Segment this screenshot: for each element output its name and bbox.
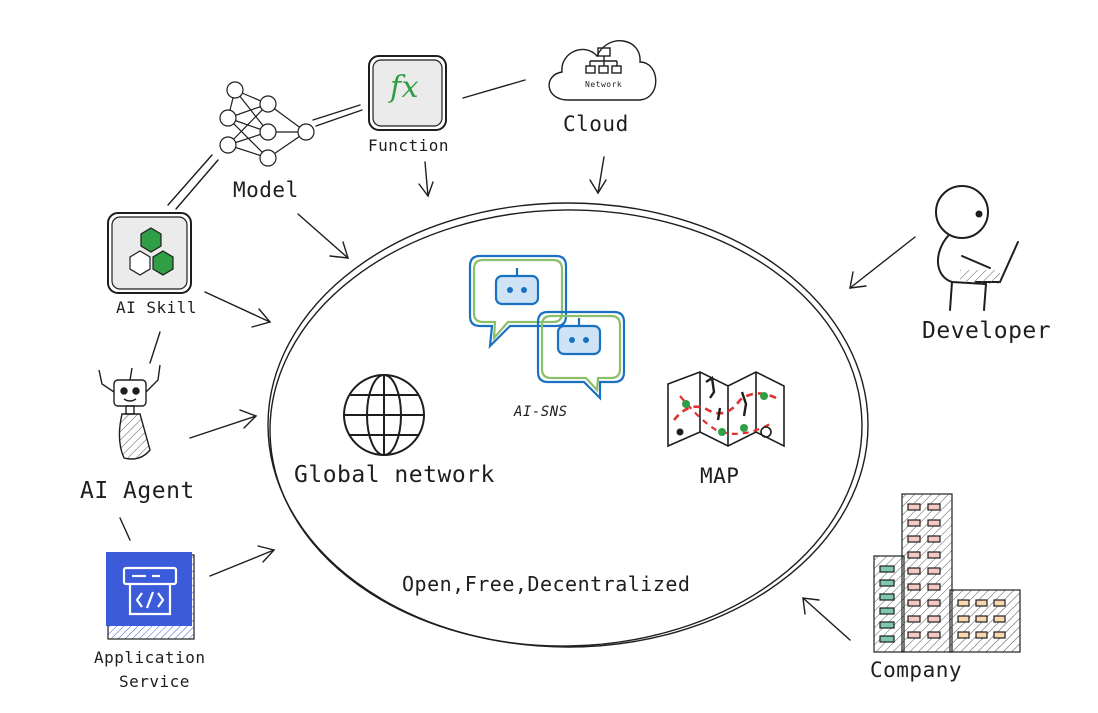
arrow-model: [297, 213, 349, 259]
fx-icon: [368, 55, 447, 131]
cloud-network-icon: [548, 40, 657, 101]
ai-skill-label: AI Skill: [116, 298, 198, 317]
code-app-icon: [106, 552, 195, 640]
application-service-label-line2: Service: [119, 672, 190, 691]
map-label: MAP: [700, 464, 740, 488]
company-label: Company: [870, 658, 963, 682]
hub-ellipse: [267, 202, 869, 648]
ai-sns-label: AI-SNS: [514, 404, 568, 420]
map-icon: [667, 371, 785, 448]
developer-label: Developer: [922, 318, 1052, 344]
fx-icon-text: fx: [390, 70, 420, 105]
arrow-company: [802, 597, 851, 641]
cloud-inner-text: Network: [585, 80, 623, 89]
connector-lines: [119, 79, 526, 541]
arrow-app: [209, 545, 276, 577]
function-label: Function: [368, 136, 450, 155]
arrow-cloud: [589, 156, 607, 195]
arrow-skill: [204, 291, 272, 328]
arrow-developer: [849, 236, 916, 289]
arrow-agent: [189, 409, 258, 439]
hexagon-cluster-icon: [107, 212, 192, 294]
cloud-label: Cloud: [563, 112, 629, 136]
buildings-icon: [873, 493, 1021, 653]
tagline: Open,Free,Decentralized: [402, 572, 691, 596]
arrow-function: [418, 161, 434, 198]
chat-bots-icon: [468, 254, 626, 401]
ai-agent-label: AI Agent: [80, 478, 195, 504]
neural-network-icon: [219, 81, 315, 167]
global-network-label: Global network: [294, 462, 495, 488]
robot-icon: [98, 364, 161, 460]
model-label: Model: [233, 178, 299, 202]
application-service-label-line1: Application: [94, 648, 206, 667]
globe-icon: [343, 374, 425, 456]
arrows: [189, 156, 916, 641]
developer-laptop-icon: [935, 185, 1019, 311]
